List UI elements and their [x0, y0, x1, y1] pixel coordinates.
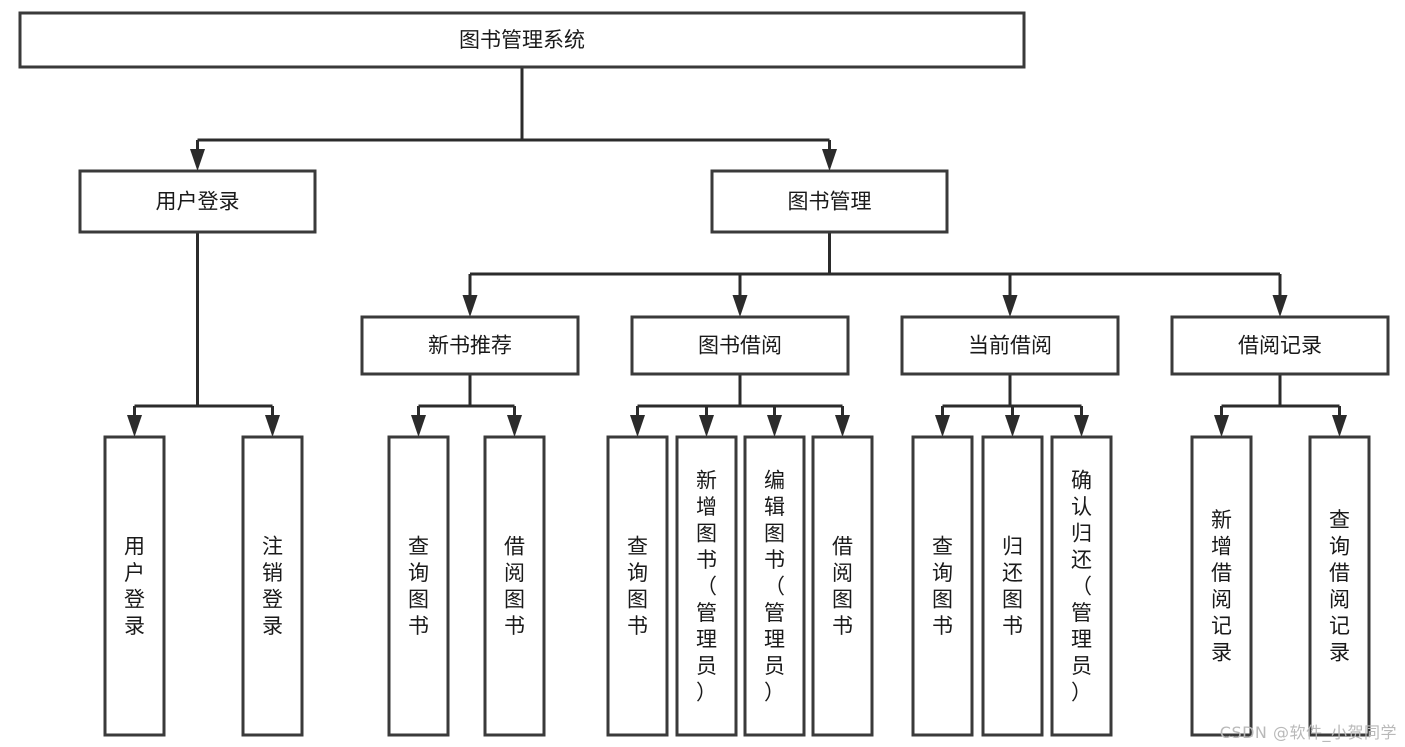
node-current-borrow[interactable]: 当前借阅	[900, 315, 1120, 376]
arrow-head-icon	[835, 415, 850, 437]
arrow-head-icon	[767, 415, 782, 437]
arrow-head-icon	[507, 415, 522, 437]
connector-group-root	[190, 67, 837, 171]
node-label-user-login: 用户登录	[156, 190, 240, 214]
arrow-head-icon	[732, 295, 748, 317]
arrow-head-icon	[411, 415, 426, 437]
node-leaf-borrow-book-1[interactable]: 借阅图书	[483, 435, 546, 737]
node-label-leaf-query-book-2: 查询图书	[627, 535, 648, 639]
node-box-leaf-confirm-return-admin[interactable]	[1050, 435, 1113, 737]
arrow-head-icon	[1272, 295, 1288, 317]
node-box-leaf-query-borrow-record[interactable]	[1308, 435, 1371, 737]
node-label-leaf-user-logout: 注销登录	[262, 535, 283, 639]
connector-layer	[127, 67, 1347, 437]
node-box-new-book-recommend[interactable]	[360, 315, 580, 376]
node-label-root: 图书管理系统	[459, 28, 585, 52]
node-label-leaf-query-book-3: 查询图书	[932, 535, 953, 639]
node-leaf-return-book[interactable]: 归还图书	[981, 435, 1044, 737]
node-label-leaf-borrow-book-1: 借阅图书	[504, 535, 525, 639]
node-label-current-borrow: 当前借阅	[968, 334, 1052, 358]
node-box-borrow-record[interactable]	[1170, 315, 1390, 376]
node-root[interactable]: 图书管理系统	[18, 11, 1026, 69]
node-box-leaf-user-logout[interactable]	[241, 435, 304, 737]
node-box-leaf-query-book-1[interactable]	[387, 435, 450, 737]
node-label-leaf-edit-book-admin: 编辑图书（管理员）	[764, 468, 785, 704]
node-borrow-record[interactable]: 借阅记录	[1170, 315, 1390, 376]
node-layer: 图书管理系统用户登录图书管理新书推荐图书借阅当前借阅借阅记录用户登录注销登录查询…	[18, 11, 1390, 737]
arrow-head-icon	[1005, 415, 1020, 437]
node-leaf-query-book-3[interactable]: 查询图书	[911, 435, 974, 737]
node-label-leaf-user-login: 用户登录	[124, 535, 145, 639]
node-leaf-add-book-admin[interactable]: 新增图书（管理员）	[675, 435, 738, 737]
arrow-head-icon	[190, 149, 205, 171]
node-box-leaf-add-book-admin[interactable]	[675, 435, 738, 737]
node-label-leaf-add-borrow-record: 新增借阅记录	[1211, 508, 1232, 665]
connector-group-user-login	[127, 232, 280, 437]
node-box-leaf-edit-book-admin[interactable]	[743, 435, 806, 737]
arrow-head-icon	[265, 415, 280, 437]
connector-group-new-book-recommend	[411, 374, 522, 437]
node-label-leaf-query-book-1: 查询图书	[408, 535, 429, 639]
arrow-head-icon	[822, 149, 837, 171]
node-label-leaf-add-book-admin: 新增图书（管理员）	[696, 468, 717, 704]
node-label-borrow-record: 借阅记录	[1238, 334, 1322, 358]
arrow-head-icon	[1214, 415, 1229, 437]
node-book-borrow[interactable]: 图书借阅	[630, 315, 850, 376]
node-box-leaf-return-book[interactable]	[981, 435, 1044, 737]
node-box-leaf-user-login[interactable]	[103, 435, 166, 737]
arrow-head-icon	[1002, 295, 1018, 317]
connector-group-book-borrow	[630, 374, 850, 437]
node-box-leaf-borrow-book-1[interactable]	[483, 435, 546, 737]
node-label-book-borrow: 图书借阅	[698, 334, 782, 358]
node-box-leaf-query-book-3[interactable]	[911, 435, 974, 737]
arrow-head-icon	[127, 415, 142, 437]
arrow-head-icon	[1074, 415, 1089, 437]
arrow-head-icon	[1332, 415, 1347, 437]
connector-group-borrow-record	[1214, 374, 1347, 437]
node-box-current-borrow[interactable]	[900, 315, 1120, 376]
arrow-head-icon	[699, 415, 714, 437]
node-box-leaf-add-borrow-record[interactable]	[1190, 435, 1253, 737]
node-label-leaf-confirm-return-admin: 确认归还（管理员）	[1071, 468, 1092, 704]
node-box-user-login[interactable]	[78, 169, 317, 234]
node-leaf-user-logout[interactable]: 注销登录	[241, 435, 304, 737]
connector-group-book-manage	[462, 232, 1288, 317]
node-box-leaf-borrow-book-2[interactable]	[811, 435, 874, 737]
node-leaf-query-book-2[interactable]: 查询图书	[606, 435, 669, 737]
node-leaf-confirm-return-admin[interactable]: 确认归还（管理员）	[1050, 435, 1113, 737]
watermark-text: CSDN @软件_小贺同学	[1219, 723, 1397, 742]
node-new-book-recommend[interactable]: 新书推荐	[360, 315, 580, 376]
arrow-head-icon	[462, 295, 478, 317]
node-label-new-book-recommend: 新书推荐	[428, 334, 512, 358]
node-box-book-manage[interactable]	[710, 169, 949, 234]
node-box-book-borrow[interactable]	[630, 315, 850, 376]
node-leaf-borrow-book-2[interactable]: 借阅图书	[811, 435, 874, 737]
node-box-leaf-query-book-2[interactable]	[606, 435, 669, 737]
arrow-head-icon	[935, 415, 950, 437]
node-user-login[interactable]: 用户登录	[78, 169, 317, 234]
node-label-book-manage: 图书管理	[788, 190, 872, 214]
node-label-leaf-return-book: 归还图书	[1002, 535, 1023, 639]
node-book-manage[interactable]: 图书管理	[710, 169, 949, 234]
node-leaf-query-borrow-record[interactable]: 查询借阅记录	[1308, 435, 1371, 737]
node-label-leaf-borrow-book-2: 借阅图书	[832, 535, 853, 639]
node-leaf-user-login[interactable]: 用户登录	[103, 435, 166, 737]
arrow-head-icon	[630, 415, 645, 437]
connector-group-current-borrow	[935, 374, 1089, 437]
node-leaf-add-borrow-record[interactable]: 新增借阅记录	[1190, 435, 1253, 737]
node-label-leaf-query-borrow-record: 查询借阅记录	[1329, 508, 1350, 665]
node-leaf-edit-book-admin[interactable]: 编辑图书（管理员）	[743, 435, 806, 737]
node-box-root[interactable]	[18, 11, 1026, 69]
node-leaf-query-book-1[interactable]: 查询图书	[387, 435, 450, 737]
